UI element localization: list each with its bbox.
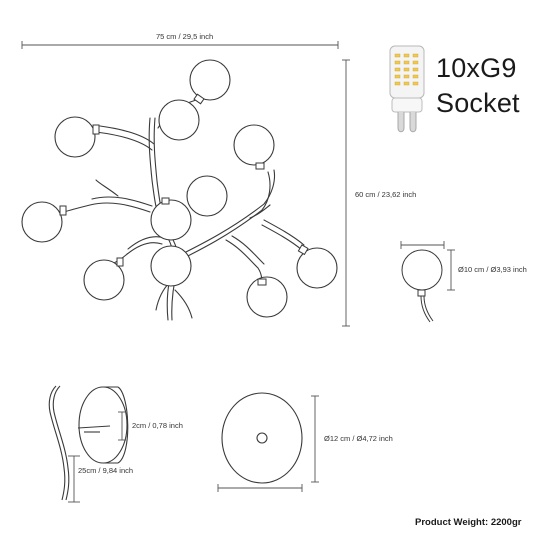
globe-detail xyxy=(400,241,455,323)
side-profile xyxy=(48,385,129,503)
globe xyxy=(246,276,288,318)
globe xyxy=(186,175,228,217)
globe xyxy=(54,116,96,158)
product-weight: Product Weight: 2200gr xyxy=(415,517,522,528)
height-label: 60 cm / 23,62 inch xyxy=(355,190,417,199)
globe-diameter-label: Ø10 cm / Ø3,93 inch xyxy=(458,265,527,274)
globe-sockets xyxy=(59,93,309,286)
chandelier-globes xyxy=(21,59,338,318)
globe xyxy=(150,245,192,287)
globe xyxy=(158,99,200,141)
globe xyxy=(233,124,275,166)
wall-depth-label: 25cm / 9,84 inch xyxy=(78,466,134,475)
canopy-front xyxy=(217,392,319,492)
globe xyxy=(189,59,231,101)
width-label: 75 cm / 29,5 inch xyxy=(156,32,214,41)
g9-bulb-icon xyxy=(389,45,425,133)
arm-depth-label: 2cm / 0,78 inch xyxy=(132,421,183,430)
canopy-diameter-label: Ø12 cm / Ø4,72 inch xyxy=(324,434,393,443)
globe xyxy=(296,247,338,289)
globe xyxy=(150,199,192,241)
width-dimension-line xyxy=(21,41,339,49)
globe xyxy=(83,259,125,301)
bulb-socket-label: Socket xyxy=(436,88,520,118)
globe xyxy=(21,201,63,243)
height-dimension-line xyxy=(342,59,350,327)
bulb-count-type: 10xG9 xyxy=(436,53,517,83)
